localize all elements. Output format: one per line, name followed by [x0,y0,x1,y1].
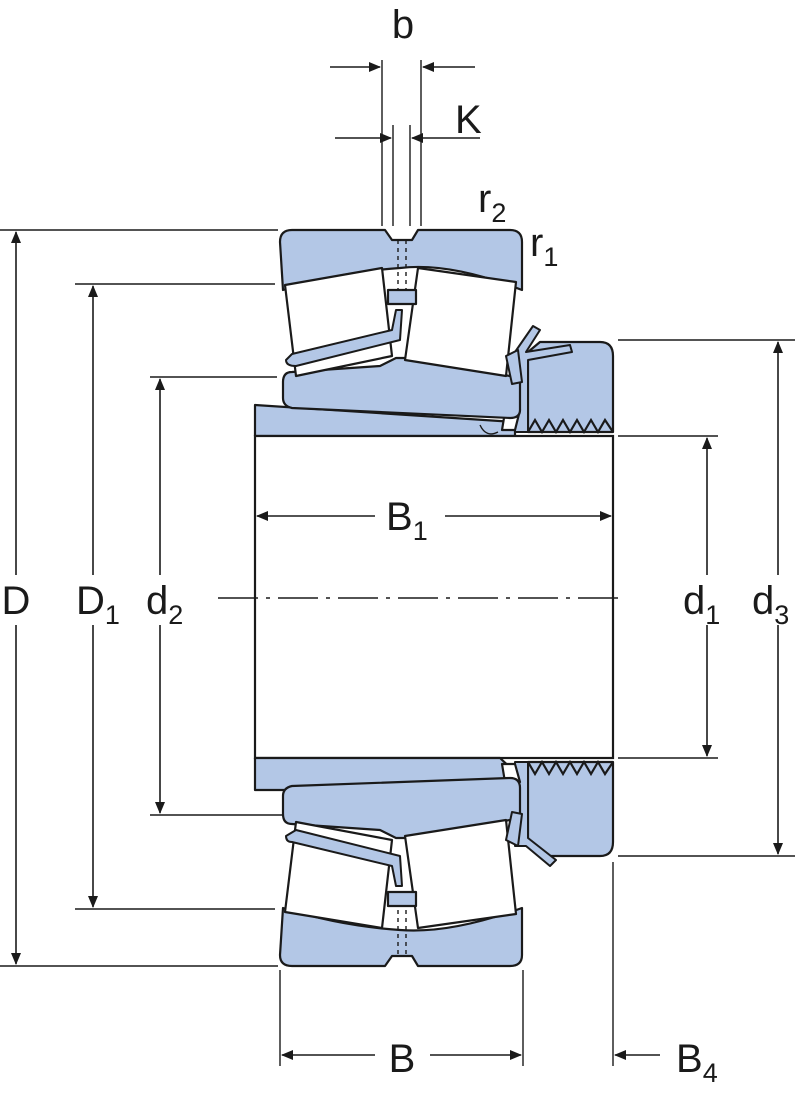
cage-bottom [285,829,403,887]
adapter-sleeve [218,403,625,792]
guide-ring-top [386,288,418,306]
guide-ring-bottom [386,890,418,908]
lock-washer-top [514,325,573,433]
label-r2: r2 [478,177,506,228]
roller-right-top [403,266,518,378]
extension-lines [0,60,795,1066]
dimension-lines [11,62,783,1060]
label-B: B [389,1037,416,1081]
nut-body-bottom [526,760,615,858]
nut-thread-bottom [527,759,614,777]
nut-thread-top [527,417,614,435]
label-D1: D1 [76,579,120,630]
bearing-bottom [278,776,524,968]
dimension-labels: b K r2 r1 D D1 d2 B1 d1 d3 B B4 [2,3,790,1088]
inner-ring-top [281,356,522,420]
sleeve-slot-top [479,424,499,435]
label-B4: B4 [676,1037,718,1088]
outer-ring-bottom [278,906,524,968]
sleeve-body [253,434,615,760]
label-D: D [2,579,31,623]
label-d1: d1 [683,579,720,630]
cage-top [285,309,403,367]
label-b: b [392,3,414,47]
lock-nut-bottom [500,759,615,867]
label-d2: d2 [146,579,183,630]
roller-right-bottom [403,818,518,930]
bearing-top [278,228,524,420]
label-B1: B1 [386,495,428,546]
nut-body-top [526,340,615,434]
cage-bottom-right [505,811,523,847]
lock-nut-top [479,325,615,435]
cage-top-right [505,349,523,385]
label-d3: d3 [752,579,789,630]
inner-ring-bottom [281,776,522,840]
label-K: K [455,98,482,142]
label-r1: r1 [530,221,558,272]
